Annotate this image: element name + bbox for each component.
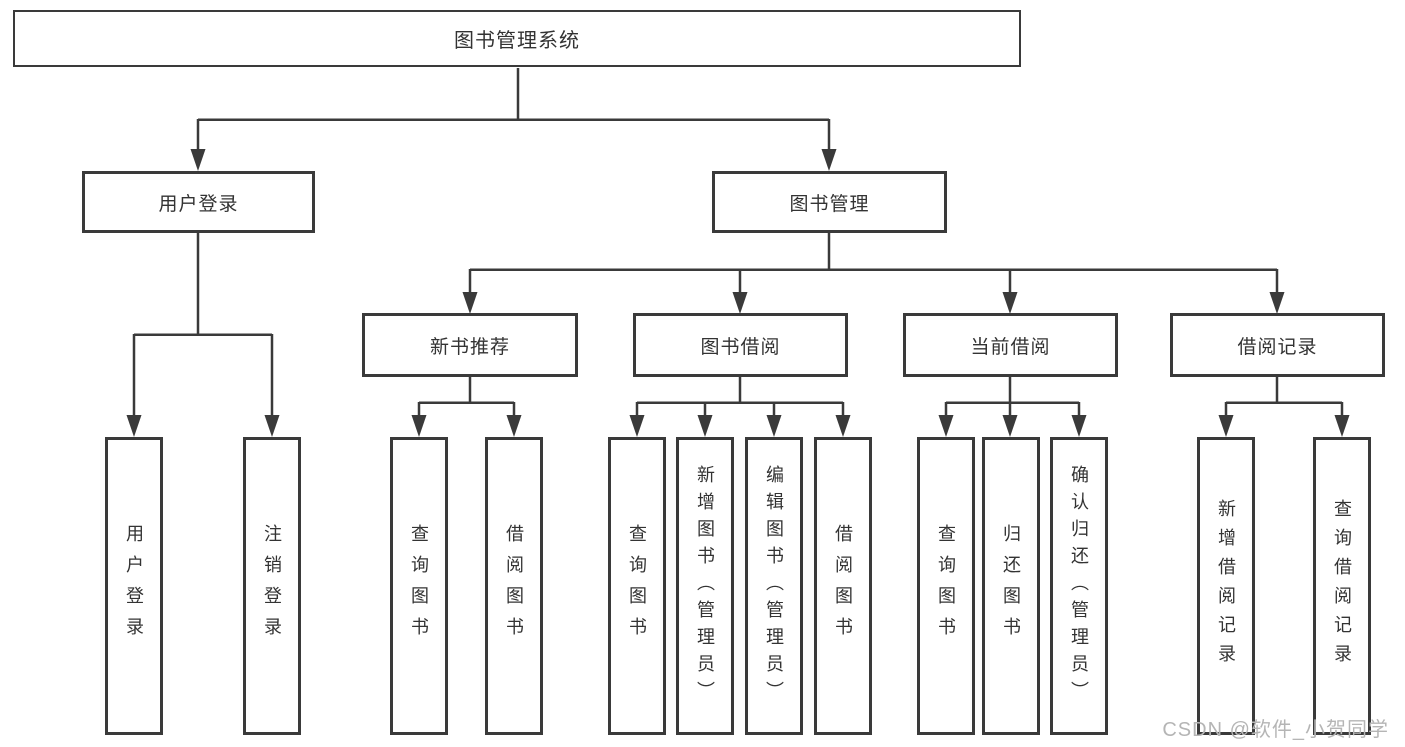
leaf-recommend-borrow-books: 借阅图书: [485, 437, 543, 735]
leaf-recommend-query-books: 查询图书: [390, 437, 448, 735]
node-borrowing-records: 借阅记录: [1170, 313, 1385, 377]
leaf-query-borrow-record-label: 查询借阅记录: [1332, 499, 1352, 673]
node-new-book-recommend: 新书推荐: [362, 313, 578, 377]
leaf-return-books: 归还图书: [982, 437, 1040, 735]
node-book-borrowing: 图书借阅: [633, 313, 848, 377]
leaf-edit-books-admin: 编辑图书（管理员）: [745, 437, 803, 735]
leaf-logout: 注销登录: [243, 437, 301, 735]
leaf-add-books-admin: 新增图书（管理员）: [676, 437, 734, 735]
node-current-borrowing: 当前借阅: [903, 313, 1118, 377]
leaf-borrowing-borrow-books: 借阅图书: [814, 437, 872, 735]
leaf-confirm-return-admin-label: 确认归还（管理员）: [1069, 464, 1089, 708]
leaf-return-books-label: 归还图书: [1001, 524, 1021, 648]
leaf-confirm-return-admin: 确认归还（管理员）: [1050, 437, 1108, 735]
leaf-current-query-books-label: 查询图书: [936, 524, 956, 648]
leaf-borrowing-query-books: 查询图书: [608, 437, 666, 735]
leaf-add-borrow-record-label: 新增借阅记录: [1216, 499, 1236, 673]
leaf-recommend-query-books-label: 查询图书: [409, 524, 429, 648]
leaf-current-query-books: 查询图书: [917, 437, 975, 735]
node-user-login: 用户登录: [82, 171, 315, 233]
watermark: CSDN @软件_小贺同学: [1162, 719, 1389, 741]
leaf-borrowing-query-books-label: 查询图书: [627, 524, 647, 648]
leaf-add-borrow-record: 新增借阅记录: [1197, 437, 1255, 735]
node-library-management-system: 图书管理系统: [13, 10, 1021, 67]
leaf-add-books-admin-label: 新增图书（管理员）: [695, 464, 715, 708]
leaf-user-login-label: 用户登录: [124, 524, 144, 648]
leaf-user-login: 用户登录: [105, 437, 163, 735]
leaf-edit-books-admin-label: 编辑图书（管理员）: [764, 464, 784, 708]
leaf-borrowing-borrow-books-label: 借阅图书: [833, 524, 853, 648]
node-book-management: 图书管理: [712, 171, 947, 233]
leaf-query-borrow-record: 查询借阅记录: [1313, 437, 1371, 735]
leaf-recommend-borrow-books-label: 借阅图书: [504, 524, 524, 648]
leaf-logout-label: 注销登录: [262, 524, 282, 648]
